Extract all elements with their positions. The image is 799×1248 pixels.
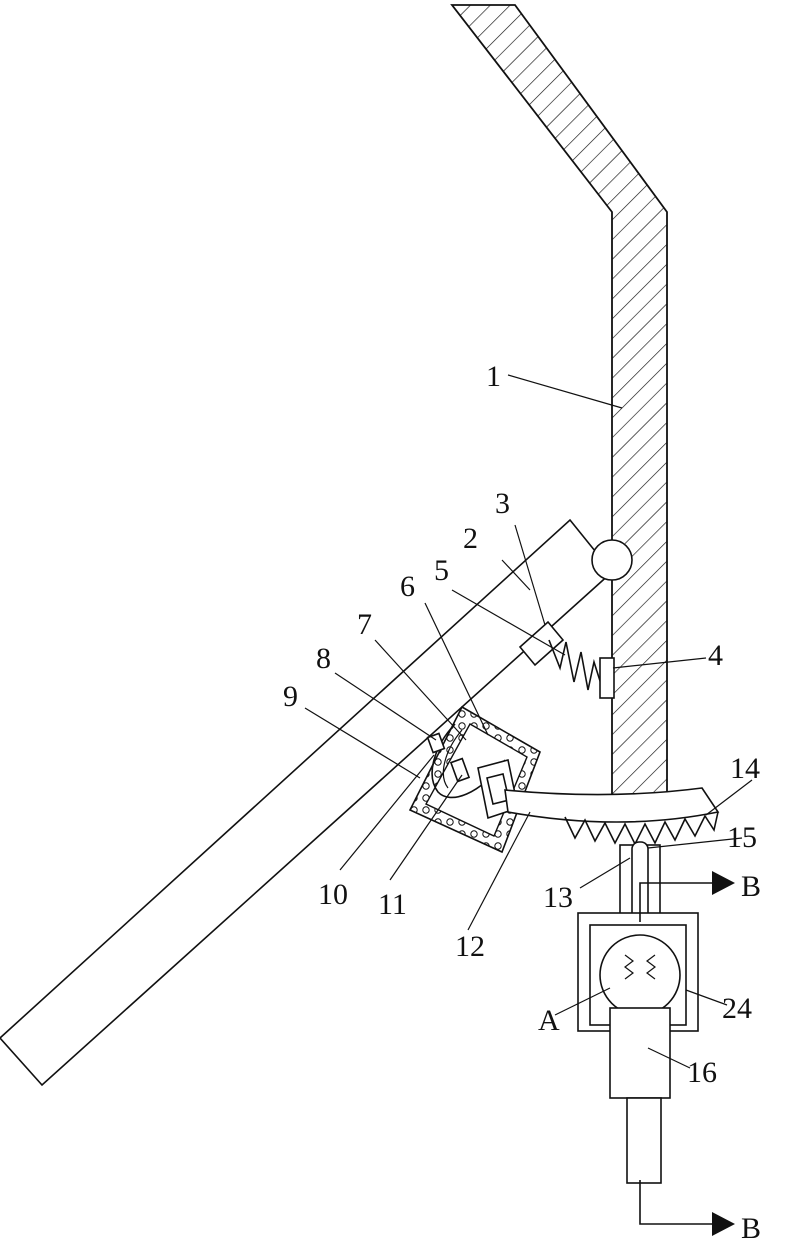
wall-mount-block — [600, 658, 614, 698]
label-15: 15 — [727, 821, 757, 854]
curved-rack — [505, 788, 718, 844]
label-14: 14 — [730, 752, 760, 785]
label-5: 5 — [434, 554, 449, 587]
label-A: A — [538, 1004, 560, 1037]
label-2: 2 — [463, 522, 478, 555]
label-13: 13 — [543, 881, 573, 914]
label-8: 8 — [316, 642, 331, 675]
motor — [610, 1008, 670, 1183]
label-3: 3 — [495, 487, 510, 520]
label-B-top: B — [741, 870, 761, 903]
label-6: 6 — [400, 570, 415, 603]
label-12: 12 — [455, 930, 485, 963]
pivot-joint — [592, 540, 632, 580]
label-B-bottom: B — [741, 1212, 761, 1245]
spring — [549, 640, 601, 690]
label-9: 9 — [283, 680, 298, 713]
label-24: 24 — [722, 992, 752, 1025]
label-1: 1 — [486, 360, 501, 393]
label-11: 11 — [378, 888, 407, 921]
label-4: 4 — [708, 639, 723, 672]
label-10: 10 — [318, 878, 348, 911]
label-16: 16 — [687, 1056, 717, 1089]
label-7: 7 — [357, 608, 372, 641]
